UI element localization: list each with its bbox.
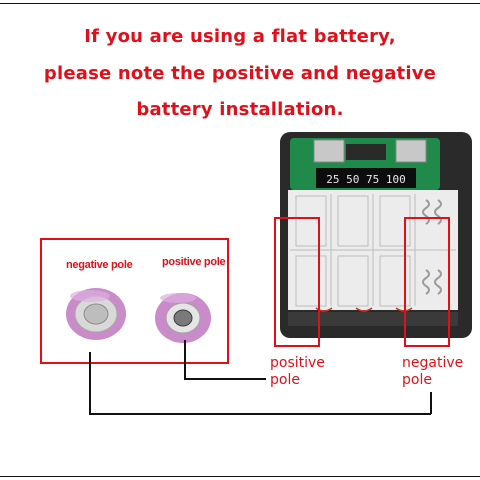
headline-line-3: battery installation.	[136, 99, 344, 120]
negative-pole-tag: negative pole	[66, 259, 133, 271]
positive-pointer-vertical	[184, 340, 186, 379]
negative-bracket-bottom	[89, 413, 431, 415]
positive-pole-tag: positive pole	[162, 256, 226, 268]
positive-pole-callout-line-1: positive	[270, 355, 325, 371]
positive-battery-image	[155, 293, 211, 343]
positive-pointer-horizontal	[184, 378, 266, 380]
positive-terminal-highlight	[274, 217, 320, 347]
negative-pole-callout-line-1: negative	[402, 355, 464, 371]
negative-terminal-highlight	[404, 217, 450, 347]
bottom-rule	[0, 476, 480, 477]
negative-bracket-right	[430, 392, 432, 414]
negative-bracket-left	[89, 352, 91, 414]
positive-pole-callout-line-2: pole	[270, 372, 300, 388]
negative-battery-image	[66, 288, 126, 340]
battery-pole-inset	[40, 238, 229, 364]
headline-line-2: please note the positive and negative	[43, 63, 437, 84]
negative-pole-callout-line-2: pole	[402, 372, 432, 388]
battery-box-image: 25 50 75 100	[280, 132, 472, 338]
display-text: 25 50 75 100	[326, 173, 405, 186]
top-rule	[0, 3, 480, 4]
headline-line-1: If you are using a flat battery,	[84, 26, 396, 47]
